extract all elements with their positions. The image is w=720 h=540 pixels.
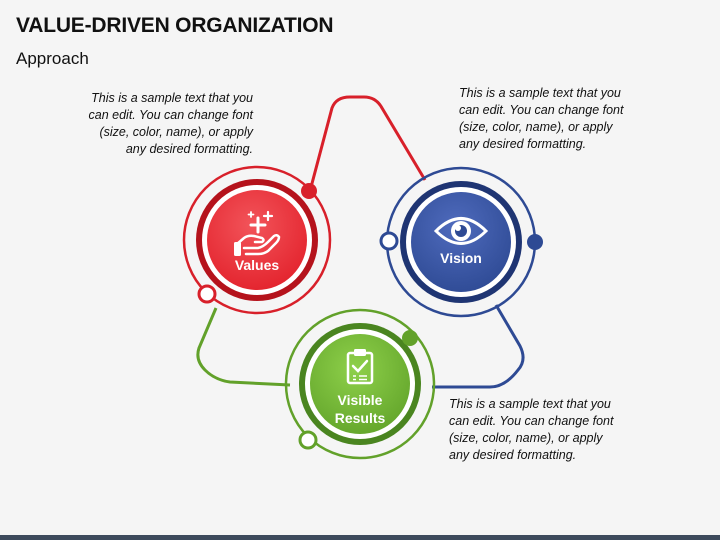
results-note-text: This is a sample text that you can edit.… bbox=[449, 397, 614, 462]
page-subtitle: Approach bbox=[16, 49, 89, 68]
clipboard-check-icon bbox=[346, 349, 374, 385]
vision-label: Vision bbox=[440, 250, 482, 266]
vision-filled-dot bbox=[527, 234, 543, 250]
hand-sparkle-icon bbox=[234, 210, 281, 256]
results-label-line2: Results bbox=[335, 410, 386, 426]
results-label-line1: Visible bbox=[338, 392, 383, 408]
results-node[interactable]: Visible Results bbox=[284, 308, 436, 460]
vision-node[interactable]: Vision bbox=[379, 166, 543, 318]
values-node[interactable]: Values bbox=[182, 165, 332, 315]
results-filled-dot bbox=[402, 330, 418, 346]
values-hollow-dot bbox=[197, 284, 217, 304]
values-outer-ring bbox=[182, 165, 332, 315]
vision-hollow-dot bbox=[379, 231, 399, 251]
results-outer-ring bbox=[284, 308, 436, 460]
footer-bar bbox=[0, 535, 720, 540]
vision-note-text: This is a sample text that you can edit.… bbox=[459, 86, 624, 151]
values-note-text: This is a sample text that you can edit.… bbox=[88, 91, 253, 156]
red-connector-path bbox=[308, 95, 427, 192]
page-title: VALUE-DRIVEN ORGANIZATION bbox=[16, 14, 334, 37]
values-inner-circle bbox=[207, 190, 307, 290]
results-hollow-dot bbox=[298, 430, 318, 450]
blue-connector-path bbox=[432, 304, 525, 389]
green-connector-path bbox=[196, 307, 291, 387]
eye-icon bbox=[433, 217, 489, 245]
values-filled-dot bbox=[301, 183, 317, 199]
values-label: Values bbox=[235, 257, 280, 273]
